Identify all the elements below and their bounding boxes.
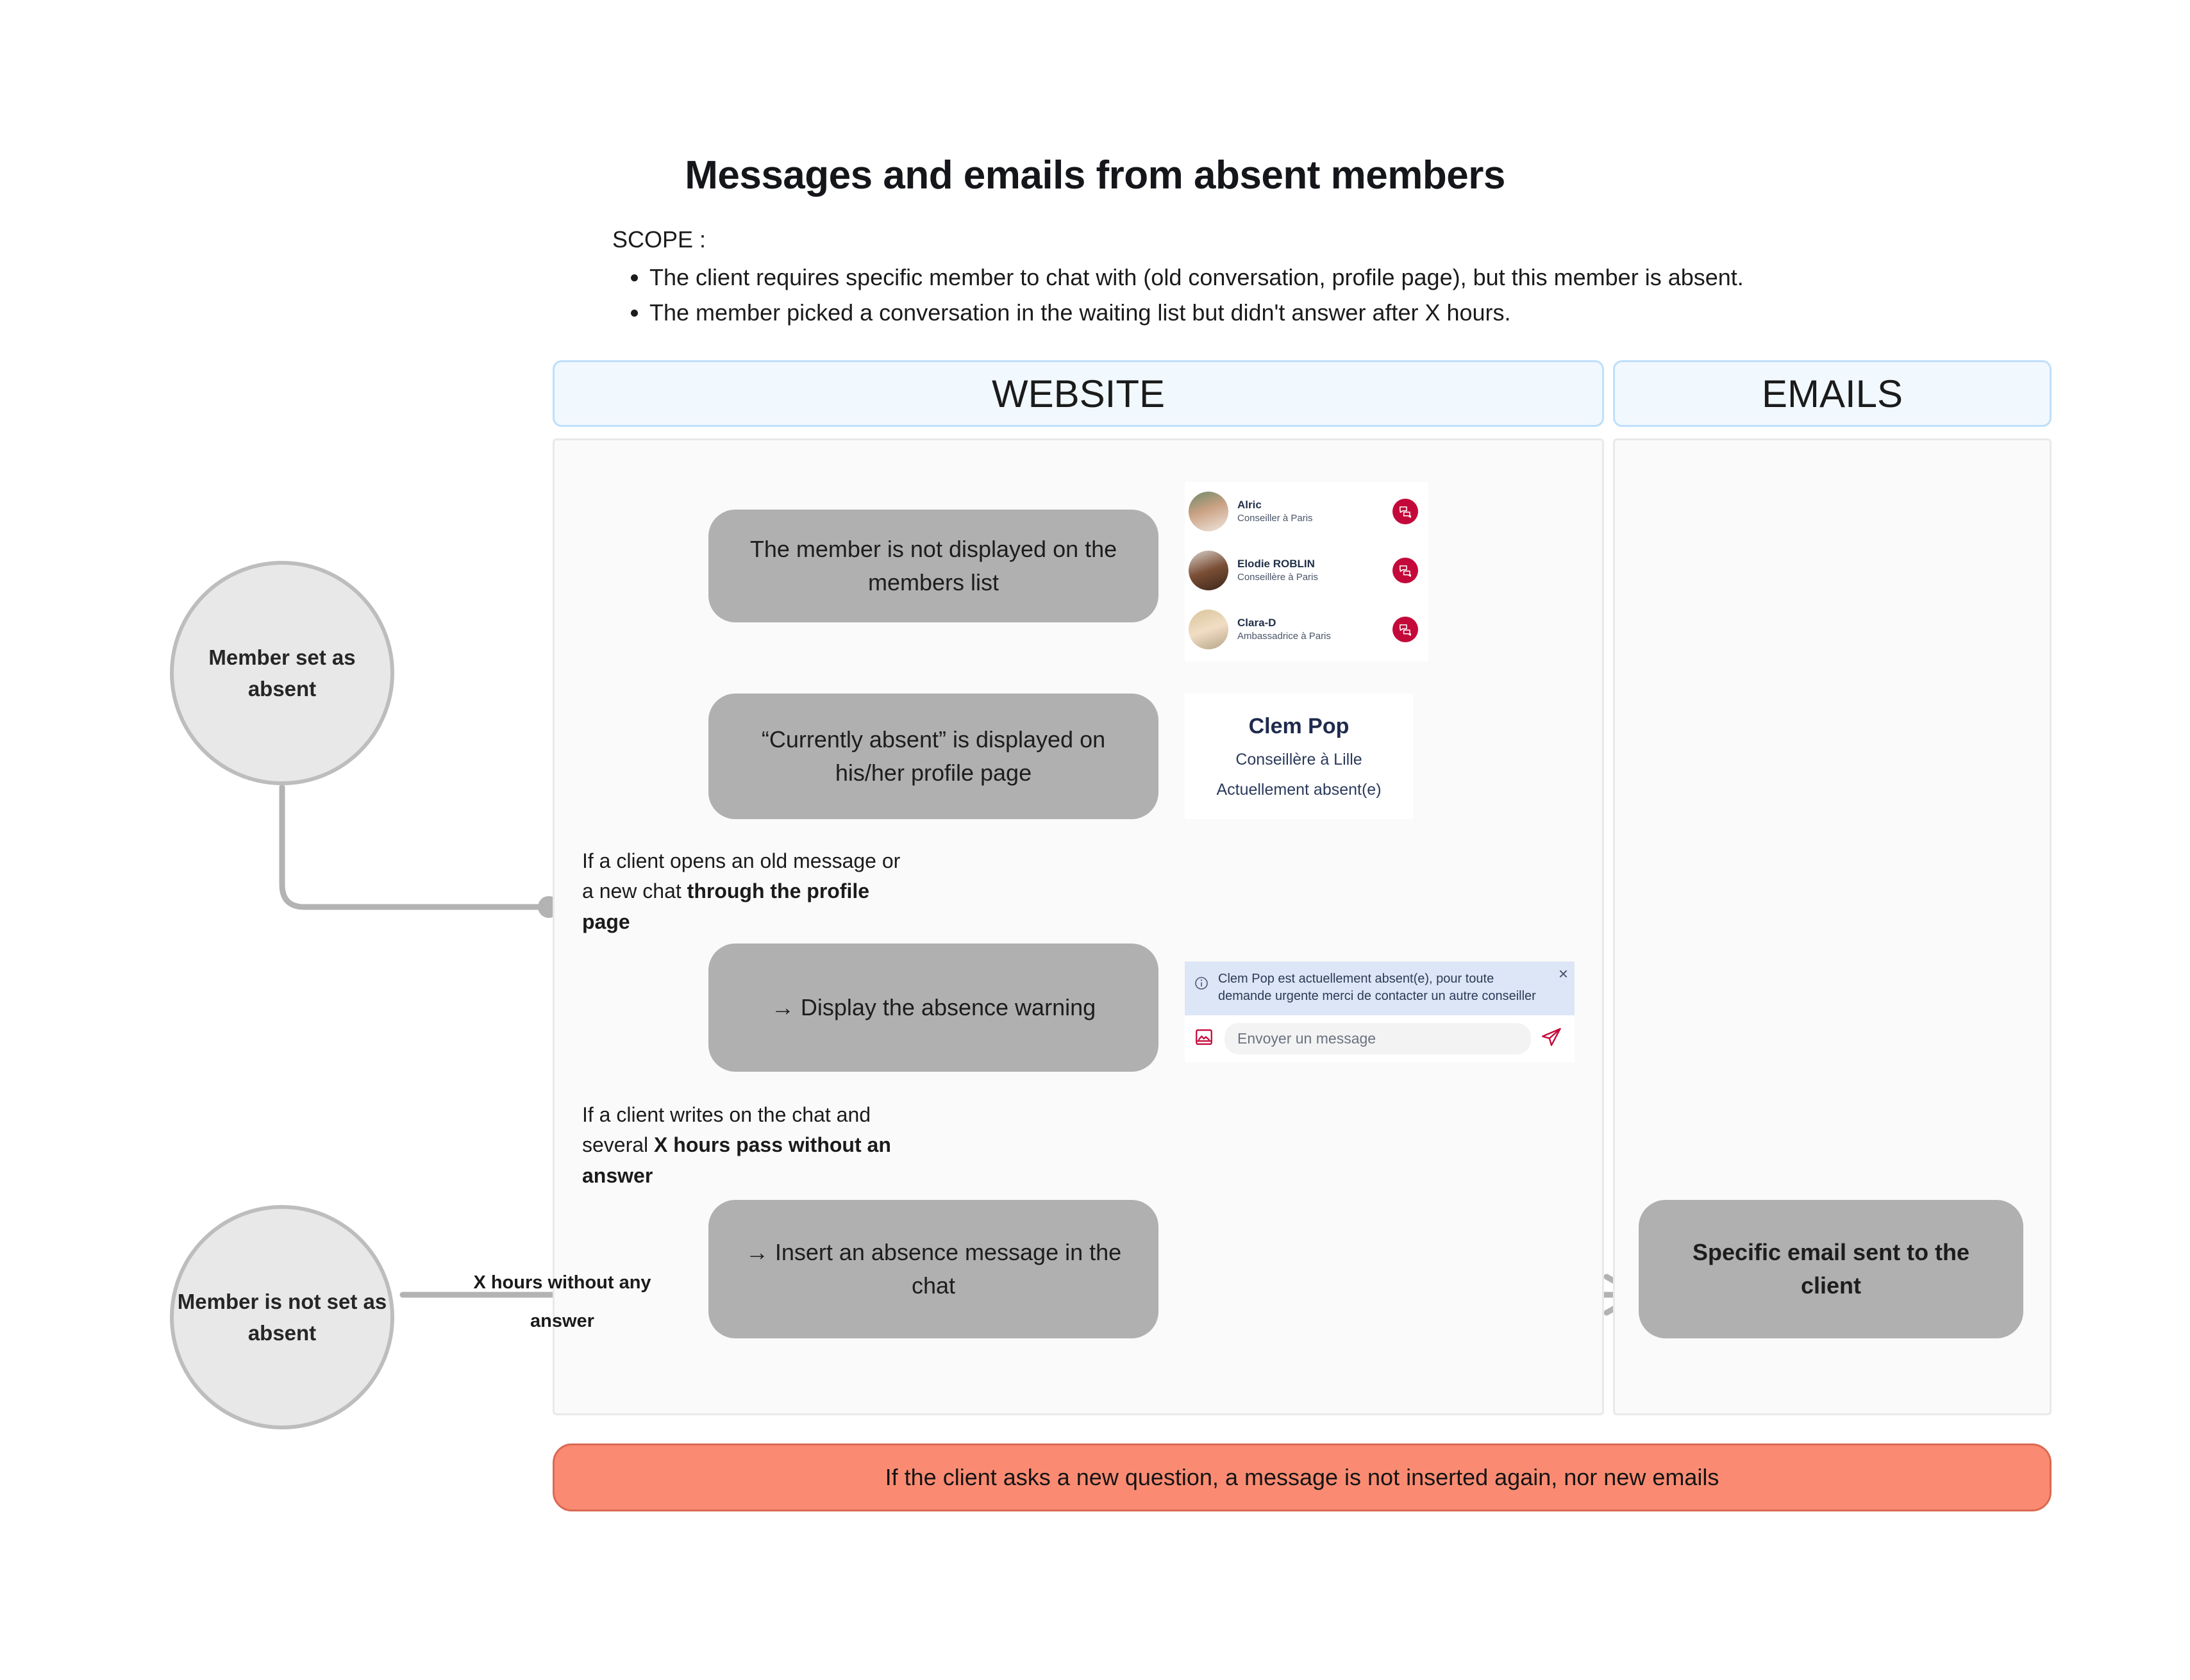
flow-box-specific-email-sent: Specific email sent to the client: [1639, 1200, 2023, 1338]
member-name: Alric: [1237, 498, 1262, 511]
chat-bubble-icon[interactable]: [1392, 558, 1418, 583]
annotation-hours-path-bold: X hours pass without an answer: [582, 1133, 891, 1187]
send-plane-icon[interactable]: [1540, 1026, 1566, 1052]
avatar: [1189, 610, 1228, 649]
profile-absence-status: Actuellement absent(e): [1216, 780, 1382, 799]
chat-input-row: Envoyer un message: [1185, 1015, 1575, 1062]
circle-member-not-set-as-absent: Member is not set as absent: [170, 1205, 394, 1429]
close-icon[interactable]: ×: [1558, 964, 1568, 983]
list-item[interactable]: Alric Conseiller à Paris: [1185, 482, 1428, 541]
panel-header-website: WEBSITE: [553, 360, 1604, 427]
annotation-hours-path-plain: If a client writes on the chat and sever…: [582, 1103, 871, 1157]
circle-member-set-as-absent: Member set as absent: [170, 561, 394, 785]
absence-alert: Clem Pop est actuellement absent(e), pou…: [1185, 961, 1575, 1015]
scope-block: SCOPE : The client requires specific mem…: [612, 224, 2087, 331]
member-role: Conseillère à Paris: [1237, 571, 1318, 583]
member-role: Conseiller à Paris: [1237, 512, 1313, 524]
flow-box-members-list: The member is not displayed on the membe…: [708, 510, 1158, 622]
profile-role: Conseillère à Lille: [1235, 750, 1362, 769]
member-name: Elodie ROBLIN: [1237, 557, 1315, 570]
edge-label-x-hours-line2: answer: [530, 1311, 594, 1331]
profile-name: Clem Pop: [1248, 713, 1350, 738]
flow-box-profile-absent: “Currently absent” is displayed on his/h…: [708, 694, 1158, 819]
chat-bubble-icon[interactable]: [1392, 499, 1418, 524]
chat-message-input[interactable]: Envoyer un message: [1225, 1023, 1531, 1054]
member-name: Clara-D: [1237, 616, 1276, 629]
member-info: Alric Conseiller à Paris: [1237, 498, 1392, 525]
flow-box-profile-absent-label: “Currently absent” is displayed on his/h…: [761, 726, 1106, 786]
annotation-profile-path: If a client opens an old message or a ne…: [582, 846, 915, 937]
scope-list: The client requires specific member to c…: [612, 260, 2087, 331]
flow-box-insert-absence-message-label: → Insert an absence message in the chat: [745, 1238, 1122, 1299]
flow-box-absence-warning-label: → Display the absence warning: [771, 994, 1096, 1020]
panel-header-emails-label: EMAILS: [1761, 372, 1903, 415]
flow-box-members-list-label: The member is not displayed on the membe…: [749, 535, 1117, 595]
member-info: Clara-D Ambassadrice à Paris: [1237, 616, 1392, 643]
image-icon[interactable]: [1194, 1027, 1216, 1051]
bottom-note-banner: If the client asks a new question, a mes…: [553, 1443, 2052, 1511]
flow-box-insert-absence-message: → Insert an absence message in the chat: [708, 1200, 1158, 1338]
absence-alert-text: Clem Pop est actuellement absent(e), pou…: [1218, 972, 1536, 1003]
member-info: Elodie ROBLIN Conseillère à Paris: [1237, 557, 1392, 584]
circle-member-not-set-as-absent-label: Member is not set as absent: [177, 1289, 387, 1345]
list-item[interactable]: Elodie ROBLIN Conseillère à Paris: [1185, 541, 1428, 600]
panel-header-website-label: WEBSITE: [991, 372, 1166, 415]
scope-item: The client requires specific member to c…: [649, 260, 2087, 295]
avatar: [1189, 551, 1228, 590]
bottom-note-banner-label: If the client asks a new question, a mes…: [885, 1464, 1719, 1490]
list-item[interactable]: Clara-D Ambassadrice à Paris: [1185, 600, 1428, 659]
panel-header-emails: EMAILS: [1613, 360, 2052, 427]
annotation-profile-path-bold: through the profile page: [582, 879, 870, 933]
members-list-mock: Alric Conseiller à Paris Elodie ROBLIN C…: [1185, 482, 1428, 661]
scope-item: The member picked a conversation in the …: [649, 295, 2087, 331]
flow-box-absence-warning: → Display the absence warning: [708, 944, 1158, 1072]
chat-widget-mock: Clem Pop est actuellement absent(e), pou…: [1185, 961, 1575, 1062]
circle-member-set-as-absent-label: Member set as absent: [208, 645, 356, 701]
flow-box-specific-email-sent-label: Specific email sent to the client: [1692, 1238, 1970, 1299]
page-title: Messages and emails from absent members: [685, 153, 1505, 197]
annotation-profile-path-plain: If a client opens an old message or a ne…: [582, 849, 901, 903]
edge-label-x-hours-line1: X hours without any: [473, 1272, 651, 1293]
chat-bubble-icon[interactable]: [1392, 617, 1418, 642]
annotation-hours-path: If a client writes on the chat and sever…: [582, 1100, 903, 1191]
avatar: [1189, 492, 1228, 531]
info-circle-icon: [1194, 976, 1210, 994]
profile-card-mock: Clem Pop Conseillère à Lille Actuellemen…: [1185, 694, 1413, 819]
member-role: Ambassadrice à Paris: [1237, 630, 1331, 642]
scope-label: SCOPE :: [612, 226, 706, 253]
